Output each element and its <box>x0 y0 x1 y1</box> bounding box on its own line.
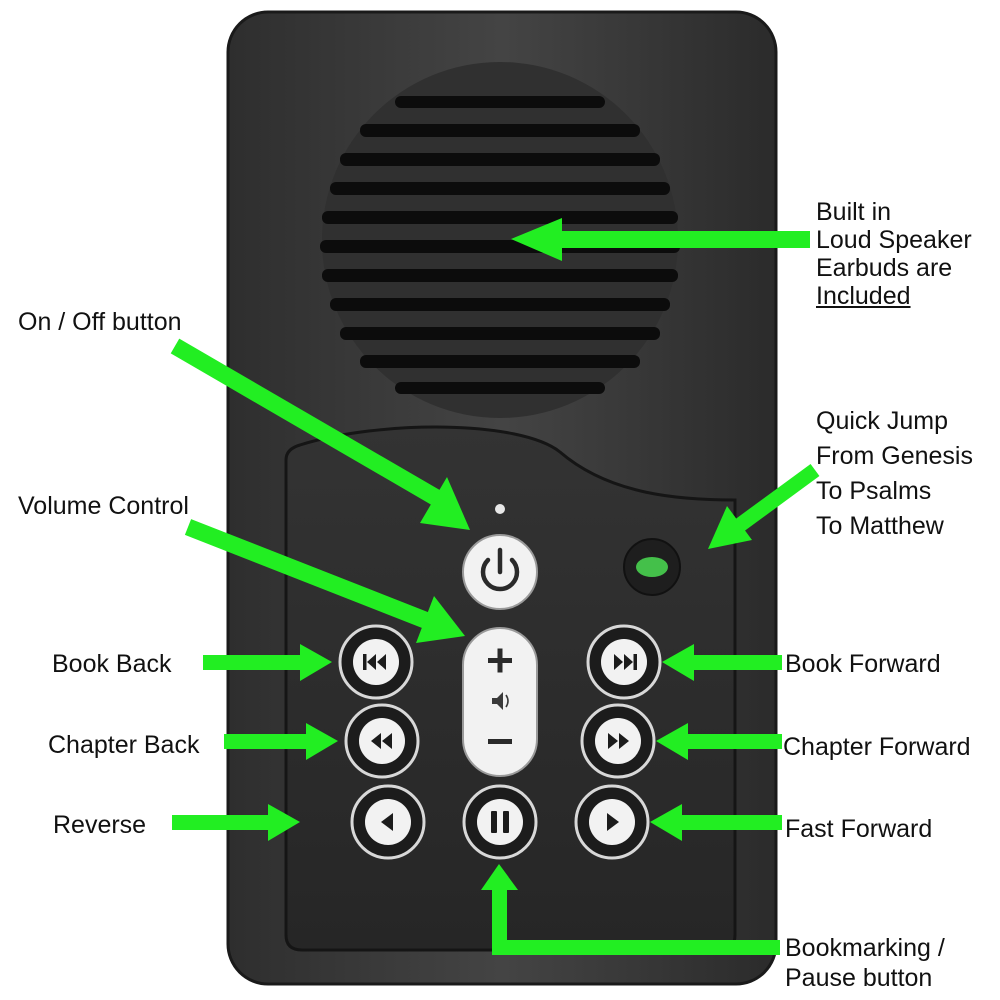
play-icon <box>607 813 619 831</box>
arrow-book-back <box>203 644 332 681</box>
label-bookmark-line2: Pause button <box>785 964 933 992</box>
label-book-forward: Book Forward <box>785 650 941 678</box>
chapter-back-button[interactable] <box>344 703 420 779</box>
volume-rocker[interactable] <box>462 627 538 777</box>
arrow-chapter-forward <box>656 723 782 760</box>
label-quick-jump-line2: From Genesis <box>816 442 973 470</box>
reverse-button[interactable] <box>350 784 426 860</box>
arrow-reverse <box>172 804 300 841</box>
chapter-forward-button[interactable] <box>580 703 656 779</box>
label-chapter-back: Chapter Back <box>48 731 200 759</box>
arrow-volume <box>184 519 465 643</box>
arrow-chapter-back <box>224 723 338 760</box>
skip-forward-icon <box>614 654 637 670</box>
power-button[interactable] <box>462 534 538 610</box>
label-quick-jump-line1: Quick Jump <box>816 407 948 435</box>
label-reverse: Reverse <box>53 811 147 839</box>
minus-icon <box>488 739 512 744</box>
fast-forward-icon <box>608 733 629 749</box>
power-icon <box>480 547 520 592</box>
arrow-quick-jump <box>708 463 820 549</box>
arrow-book-forward <box>662 644 782 681</box>
arrow-fast-forward <box>650 804 782 841</box>
label-volume: Volume Control <box>18 492 189 520</box>
label-quick-jump: Quick Jump From Genesis To Psalms To Mat… <box>816 404 973 544</box>
label-quick-jump-line3: To Psalms <box>816 477 932 505</box>
label-quick-jump-line4: To Matthew <box>816 512 944 540</box>
label-power: On / Off button <box>18 308 182 336</box>
plus-icon <box>488 648 512 673</box>
label-book-back: Book Back <box>52 650 172 678</box>
speaker-icon <box>492 692 509 710</box>
label-speaker-line3: Earbuds are <box>816 254 953 282</box>
label-speaker-line4: Included <box>816 282 911 310</box>
rewind-icon <box>371 733 392 749</box>
label-speaker: Built in Loud Speaker Earbuds are Includ… <box>816 198 972 310</box>
arrow-bookmark <box>481 864 780 955</box>
book-forward-button[interactable] <box>586 624 662 700</box>
play-reverse-icon <box>381 813 393 831</box>
label-chapter-forward: Chapter Forward <box>783 733 971 761</box>
pause-icon <box>491 811 509 833</box>
label-speaker-line2: Loud Speaker <box>816 226 972 254</box>
label-bookmark: Bookmarking / Pause button <box>785 933 945 993</box>
fast-forward-button[interactable] <box>574 784 650 860</box>
arrow-speaker <box>511 218 810 261</box>
label-bookmark-line1: Bookmarking / <box>785 934 945 962</box>
label-speaker-line1: Built in <box>816 198 892 226</box>
indicator-led <box>495 504 505 514</box>
quick-jump-button[interactable] <box>623 538 681 596</box>
label-fast-forward: Fast Forward <box>785 815 933 843</box>
pause-button[interactable] <box>462 784 538 860</box>
arrow-power <box>170 338 470 530</box>
skip-back-icon <box>363 654 386 670</box>
book-back-button[interactable] <box>338 624 414 700</box>
